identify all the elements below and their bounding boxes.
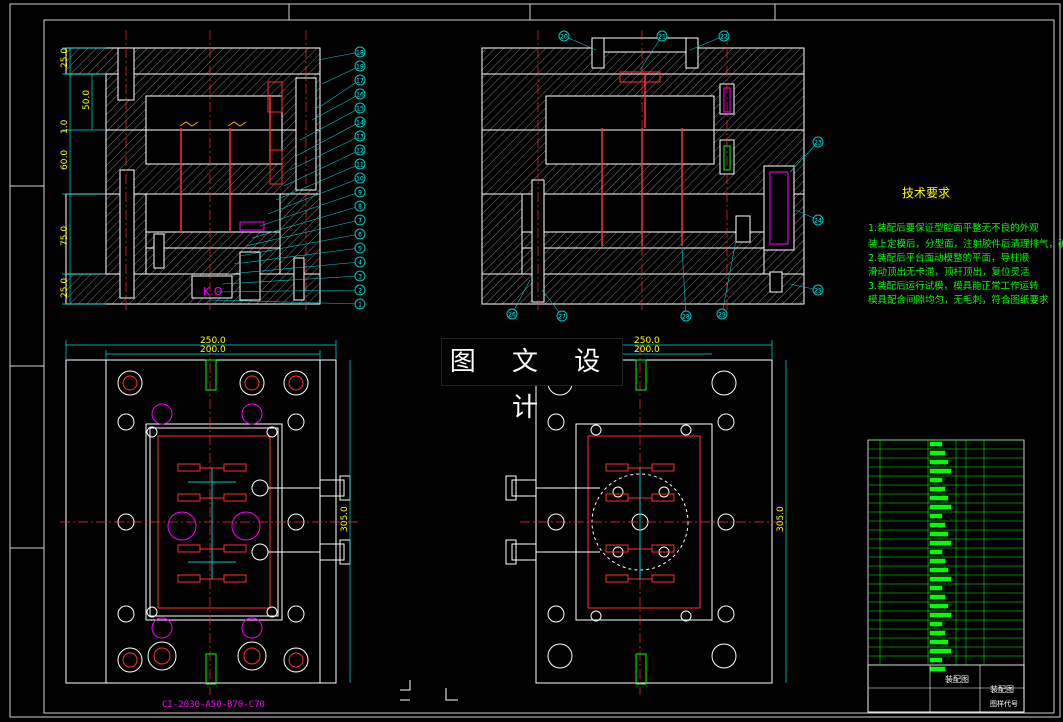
dim-250-left: 250.0 <box>200 336 226 346</box>
part-balloon <box>656 30 668 42</box>
balloon-number: 5 <box>358 246 362 253</box>
balloon-number: 13 <box>356 134 364 141</box>
balloon-number: 23 <box>814 140 822 147</box>
section-view-left: K.O <box>65 30 321 310</box>
tech-line: 模具配合间隙均匀，无毛刺，符合图纸要求 <box>868 295 1049 306</box>
tech-line: 3.装配后运行试模，模具能正常工作运转 <box>868 281 1039 292</box>
part-balloon <box>354 172 366 184</box>
part-balloon <box>354 116 366 128</box>
dim-250-right: 250.0 <box>634 336 660 346</box>
balloon-number: 17 <box>356 78 364 85</box>
section-view-right <box>481 30 805 310</box>
balloon-number: 20 <box>560 34 568 41</box>
plan-view-right <box>505 345 790 695</box>
balloon-number: 11 <box>356 162 364 169</box>
part-balloon <box>354 158 366 170</box>
balloon-number: 9 <box>358 190 362 197</box>
dim-305-left: 305.0 <box>340 506 350 532</box>
mold-base-spec: CI-2030-A50-B70-C70 <box>162 700 265 710</box>
left-vertical-dimensions <box>62 47 106 305</box>
title-block-footer: 图样代号 <box>990 699 1018 708</box>
part-balloon <box>558 30 570 42</box>
balloon-number: 10 <box>356 176 364 183</box>
part-balloon <box>354 130 366 142</box>
part-balloon <box>354 298 366 310</box>
kto-label: K.O <box>203 285 223 298</box>
tech-line: 2.装配后平台面动模整的平面，导柱顺 <box>868 253 1030 264</box>
part-balloon <box>354 228 366 240</box>
section-marker <box>445 688 458 701</box>
part-balloon <box>354 74 366 86</box>
part-balloon <box>354 256 366 268</box>
left-plan-dimensions <box>65 340 351 683</box>
part-balloon <box>354 102 366 114</box>
balloon-number: 29 <box>718 312 726 319</box>
part-balloon <box>718 30 730 42</box>
part-balloon <box>354 200 366 212</box>
balloons-right: 20 21 22 23 24 25 26 27 28 29 <box>506 30 824 322</box>
left-vertical-dim-texts: 25.0 50.0 1.0 60.0 75.0 25.0 <box>60 48 92 298</box>
part-balloon <box>354 284 366 296</box>
part-balloon <box>354 242 366 254</box>
section-marker <box>400 680 411 701</box>
part-balloon <box>556 310 568 322</box>
tech-line: 装上定模后，分型面，注射胶件后清理排气，确保没有飞边 <box>868 239 1063 250</box>
part-balloon <box>354 214 366 226</box>
balloon-number: 7 <box>358 218 362 225</box>
balloon-number: 12 <box>356 148 364 155</box>
balloon-number: 2 <box>358 288 362 295</box>
dim-text: 50.0 <box>82 90 92 110</box>
balloon-number: 18 <box>356 50 364 57</box>
part-balloon <box>354 46 366 58</box>
balloon-number: 21 <box>658 34 666 41</box>
dim-200-right: 200.0 <box>634 345 660 355</box>
balloon-number: 1 <box>358 302 362 309</box>
balloon-number: 27 <box>558 314 566 321</box>
part-balloon <box>812 214 824 226</box>
part-balloon <box>354 88 366 100</box>
balloon-number: 26 <box>508 312 516 319</box>
part-balloon <box>354 144 366 156</box>
balloon-number: 8 <box>358 204 362 211</box>
right-plan-dimensions <box>535 340 787 683</box>
part-balloon <box>506 308 518 320</box>
plan-view-left <box>60 345 360 695</box>
outer-frame <box>9 3 1061 718</box>
title-block-name: 装配图 <box>945 674 969 684</box>
part-balloon <box>354 186 366 198</box>
balloon-number: 19 <box>356 64 364 71</box>
balloon-number: 15 <box>356 106 364 113</box>
dim-text: 75.0 <box>60 226 70 246</box>
balloon-number: 14 <box>356 120 364 127</box>
watermark-banner: 图 文 设 计 <box>441 338 623 423</box>
part-balloon <box>716 308 728 320</box>
dim-305-right: 305.0 <box>776 506 786 532</box>
part-balloon <box>812 136 824 148</box>
dim-text: 25.0 <box>60 278 70 298</box>
tech-line: 1.装配后要保证型腔面平整无不良的外观 <box>868 223 1039 234</box>
part-balloon <box>354 60 366 72</box>
balloon-number: 22 <box>720 34 728 41</box>
balloon-number: 28 <box>682 314 690 321</box>
tech-line: 滑动顶出无卡滞，顶杆顶出，复位灵活 <box>868 267 1030 278</box>
balloon-number: 4 <box>358 260 362 267</box>
tech-requirements-title: 技术要求 <box>902 186 951 200</box>
dim-text: 25.0 <box>60 48 70 68</box>
balloon-number: 25 <box>814 288 822 295</box>
balloon-number: 24 <box>814 218 822 225</box>
balloon-number: 16 <box>356 92 364 99</box>
part-balloon <box>680 310 692 322</box>
balloon-number: 6 <box>358 232 362 239</box>
title-block-drawing: 装配图 <box>990 684 1014 694</box>
balloon-number: 3 <box>358 274 362 281</box>
dim-text: 60.0 <box>60 150 70 170</box>
dim-text: 1.0 <box>60 119 70 134</box>
part-balloon <box>812 284 824 296</box>
dim-200-left: 200.0 <box>200 345 226 355</box>
bom-table <box>867 439 1025 713</box>
balloons-left: 18 19 17 16 15 14 13 12 11 10 9 8 7 6 5 4 3 2 1 <box>209 46 366 310</box>
part-balloon <box>354 270 366 282</box>
